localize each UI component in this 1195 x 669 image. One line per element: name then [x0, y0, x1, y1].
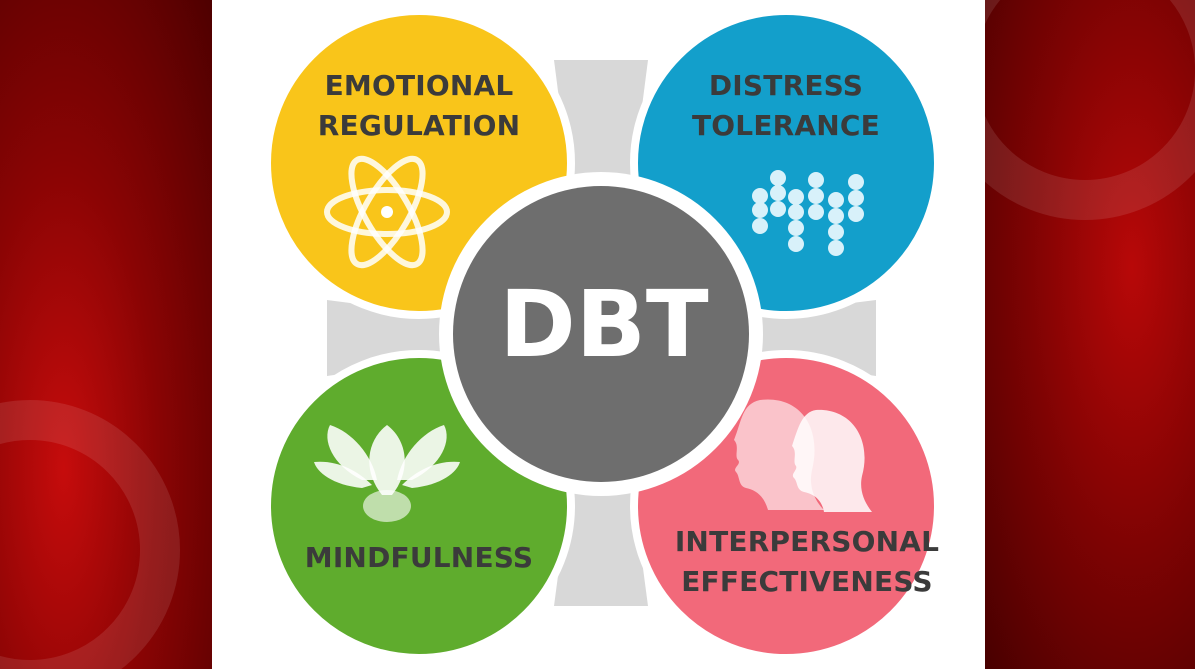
wave-dot [828, 224, 844, 240]
distress-tolerance-line2: TOLERANCE [691, 109, 880, 142]
wave-dot [788, 189, 804, 205]
wave-dot [752, 202, 768, 218]
wave-dot [828, 208, 844, 224]
atom-icon [324, 155, 450, 269]
wave-dot [808, 204, 824, 220]
two-heads-icon [734, 399, 872, 512]
cross-arm-top [554, 60, 648, 200]
distress-tolerance-line1: DISTRESS [708, 69, 864, 102]
wave-dot [808, 188, 824, 204]
watermark-arc [985, 0, 1195, 220]
wave-dot [770, 170, 786, 186]
wave-dot [848, 206, 864, 222]
dbt-diagram-panel: EMOTIONAL REGULATION DISTRESS TOLERANCE … [212, 0, 985, 669]
lotus-icon [314, 425, 460, 522]
wave-dot [828, 192, 844, 208]
dbt-center-circle [453, 186, 749, 482]
dbt-diagram [263, 7, 942, 662]
wave-dot [752, 188, 768, 204]
wave-dot [752, 218, 768, 234]
interpersonal-effectiveness-label: INTERPERSONAL EFFECTIVENESS [662, 522, 952, 602]
dot-wave-icon [752, 170, 864, 256]
mindfulness-label: MINDFULNESS [294, 538, 544, 578]
mindfulness-line1: MINDFULNESS [304, 541, 534, 574]
emotional-regulation-line2: REGULATION [317, 109, 521, 142]
interpersonal-effectiveness-line1: INTERPERSONAL [674, 525, 940, 558]
wave-dot [788, 204, 804, 220]
wave-dot [788, 220, 804, 236]
wave-dot [848, 190, 864, 206]
interpersonal-effectiveness-line2: EFFECTIVENESS [681, 565, 933, 598]
cross-arm-bottom [554, 470, 648, 606]
wave-dot [770, 201, 786, 217]
emotional-regulation-line1: EMOTIONAL [324, 69, 514, 102]
wave-dot [788, 236, 804, 252]
watermark-arc [0, 400, 180, 669]
wave-dot [848, 174, 864, 190]
distress-tolerance-label: DISTRESS TOLERANCE [671, 66, 901, 146]
wave-dot [828, 240, 844, 256]
right-background-banner [985, 0, 1195, 669]
wave-dot [770, 185, 786, 201]
dbt-title: DBT [499, 271, 709, 378]
emotional-regulation-label: EMOTIONAL REGULATION [304, 66, 534, 146]
wave-dot [808, 172, 824, 188]
left-background-banner [0, 0, 212, 669]
